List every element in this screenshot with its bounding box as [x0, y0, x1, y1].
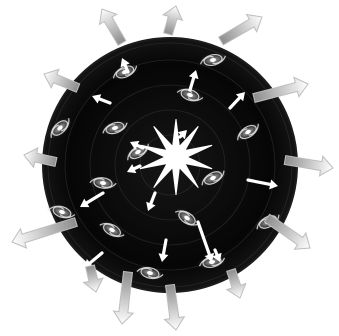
outer-arrow-shape — [93, 4, 130, 48]
outer-arrow-shape — [158, 3, 185, 36]
outer-expansion-arrow — [216, 8, 267, 49]
outer-arrow-shape — [216, 8, 267, 49]
outer-expansion-arrow — [158, 3, 185, 36]
outer-expansion-arrow — [93, 4, 130, 48]
